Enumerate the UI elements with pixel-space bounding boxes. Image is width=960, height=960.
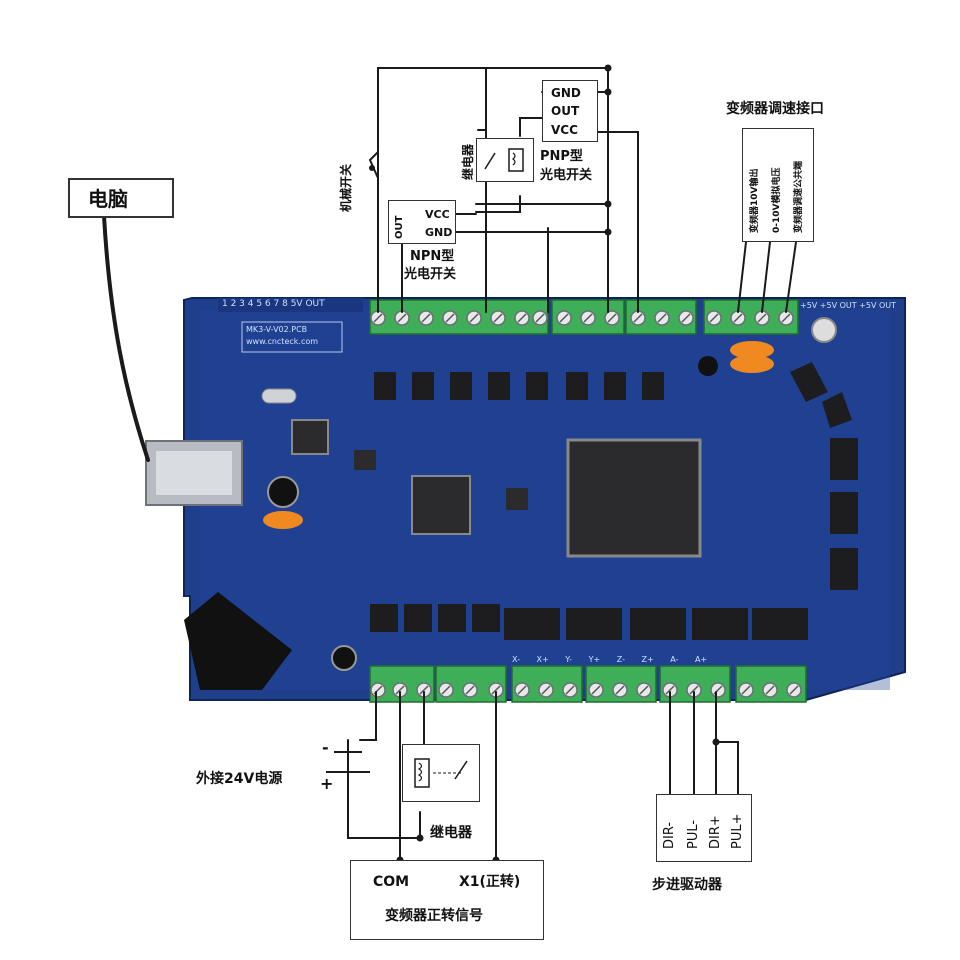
controller-board (145, 297, 906, 703)
stepper-driver-box: DIR- PUL- DIR+ PUL+ (656, 794, 752, 862)
pnp-pin-gnd: GND (551, 86, 581, 100)
battery-symbol (326, 751, 370, 790)
vfd-analog-in-label: 0-10V模拟电压 (772, 167, 782, 234)
npn-pin-out: OUT (394, 215, 405, 239)
terminal-screws (370, 310, 802, 698)
stepper-pin-dir-minus: DIR- (662, 821, 677, 849)
mechanical-switch-label: 机械开关 (339, 163, 353, 212)
secondary-chip (411, 475, 471, 535)
optocoupler-row (374, 372, 664, 400)
pnp-label-2: 光电开关 (540, 168, 593, 183)
relay-bottom-box (402, 744, 480, 802)
wires (102, 67, 797, 861)
main-mcu-chip (566, 438, 702, 558)
power-jack (184, 592, 292, 690)
npn-label-1: NPN型 (410, 249, 455, 264)
vfd-forward-label: 变频器正转信号 (385, 908, 483, 924)
board-silk-web: www.cncteck.com (246, 337, 319, 346)
stepper-pin-pul-plus: PUL+ (730, 813, 745, 850)
minus-sign: - (322, 738, 329, 757)
x1-label: X1(正转) (459, 874, 521, 890)
ext-24v-label: 外接24V电源 (196, 771, 283, 787)
relay-switch-icon (484, 148, 524, 172)
npn-pin-gnd: GND (425, 226, 453, 239)
stepper-pin-pul-minus: PUL- (686, 819, 701, 849)
pnp-label-1: PNP型 (540, 149, 583, 164)
computer-box: 电脑 (68, 178, 174, 218)
board-silk-bottom: X- X+ Y- Y+ Z- Z+ A- A+ (512, 655, 708, 664)
output-driver-chips (790, 362, 858, 590)
bottom-terminal-blocks (369, 665, 807, 703)
board-silk-top: 1 2 3 4 5 6 7 8 5V OUT (222, 299, 325, 309)
stepper-driver-label: 步进驱动器 (652, 877, 722, 893)
relay-top-box (476, 138, 534, 182)
relay-top-label: 继电器 (461, 143, 475, 180)
relay-bottom-label: 继电器 (430, 825, 472, 841)
vfd-10v-out-label: 变频器10V输出 (750, 168, 760, 234)
junction-dots (396, 64, 720, 864)
com-label: COM (373, 874, 410, 890)
vfd-speed-title: 变频器调速接口 (726, 101, 824, 117)
usb-port (145, 440, 243, 506)
vfd-forward-box: COM X1(正转) 变频器正转信号 (350, 860, 544, 940)
bottom-driver-chips (504, 608, 808, 640)
relay-coil-icon (414, 758, 468, 788)
pnp-sensor-box: GND OUT VCC (542, 80, 598, 142)
computer-label: 电脑 (88, 187, 128, 211)
npn-pin-vcc: VCC (425, 208, 450, 221)
pnp-pin-vcc: VCC (551, 123, 578, 137)
plus-sign: + (320, 774, 334, 793)
usb-controller-chip (291, 419, 329, 455)
npn-label-2: 光电开关 (404, 267, 457, 282)
board-silk-top-right: +5V +5V OUT +5V OUT (800, 301, 897, 310)
board-silk-model: MK3-V-V02.PCB (246, 325, 308, 334)
stepper-pin-dir-plus: DIR+ (708, 815, 723, 849)
vfd-common-label: 变频器调速公共端 (794, 160, 804, 233)
pnp-pin-out: OUT (551, 104, 580, 118)
npn-sensor-box: OUT VCC GND (388, 200, 456, 244)
vfd-speed-box: 变频器10V输出 0-10V模拟电压 变频器调速公共端 (742, 128, 814, 242)
